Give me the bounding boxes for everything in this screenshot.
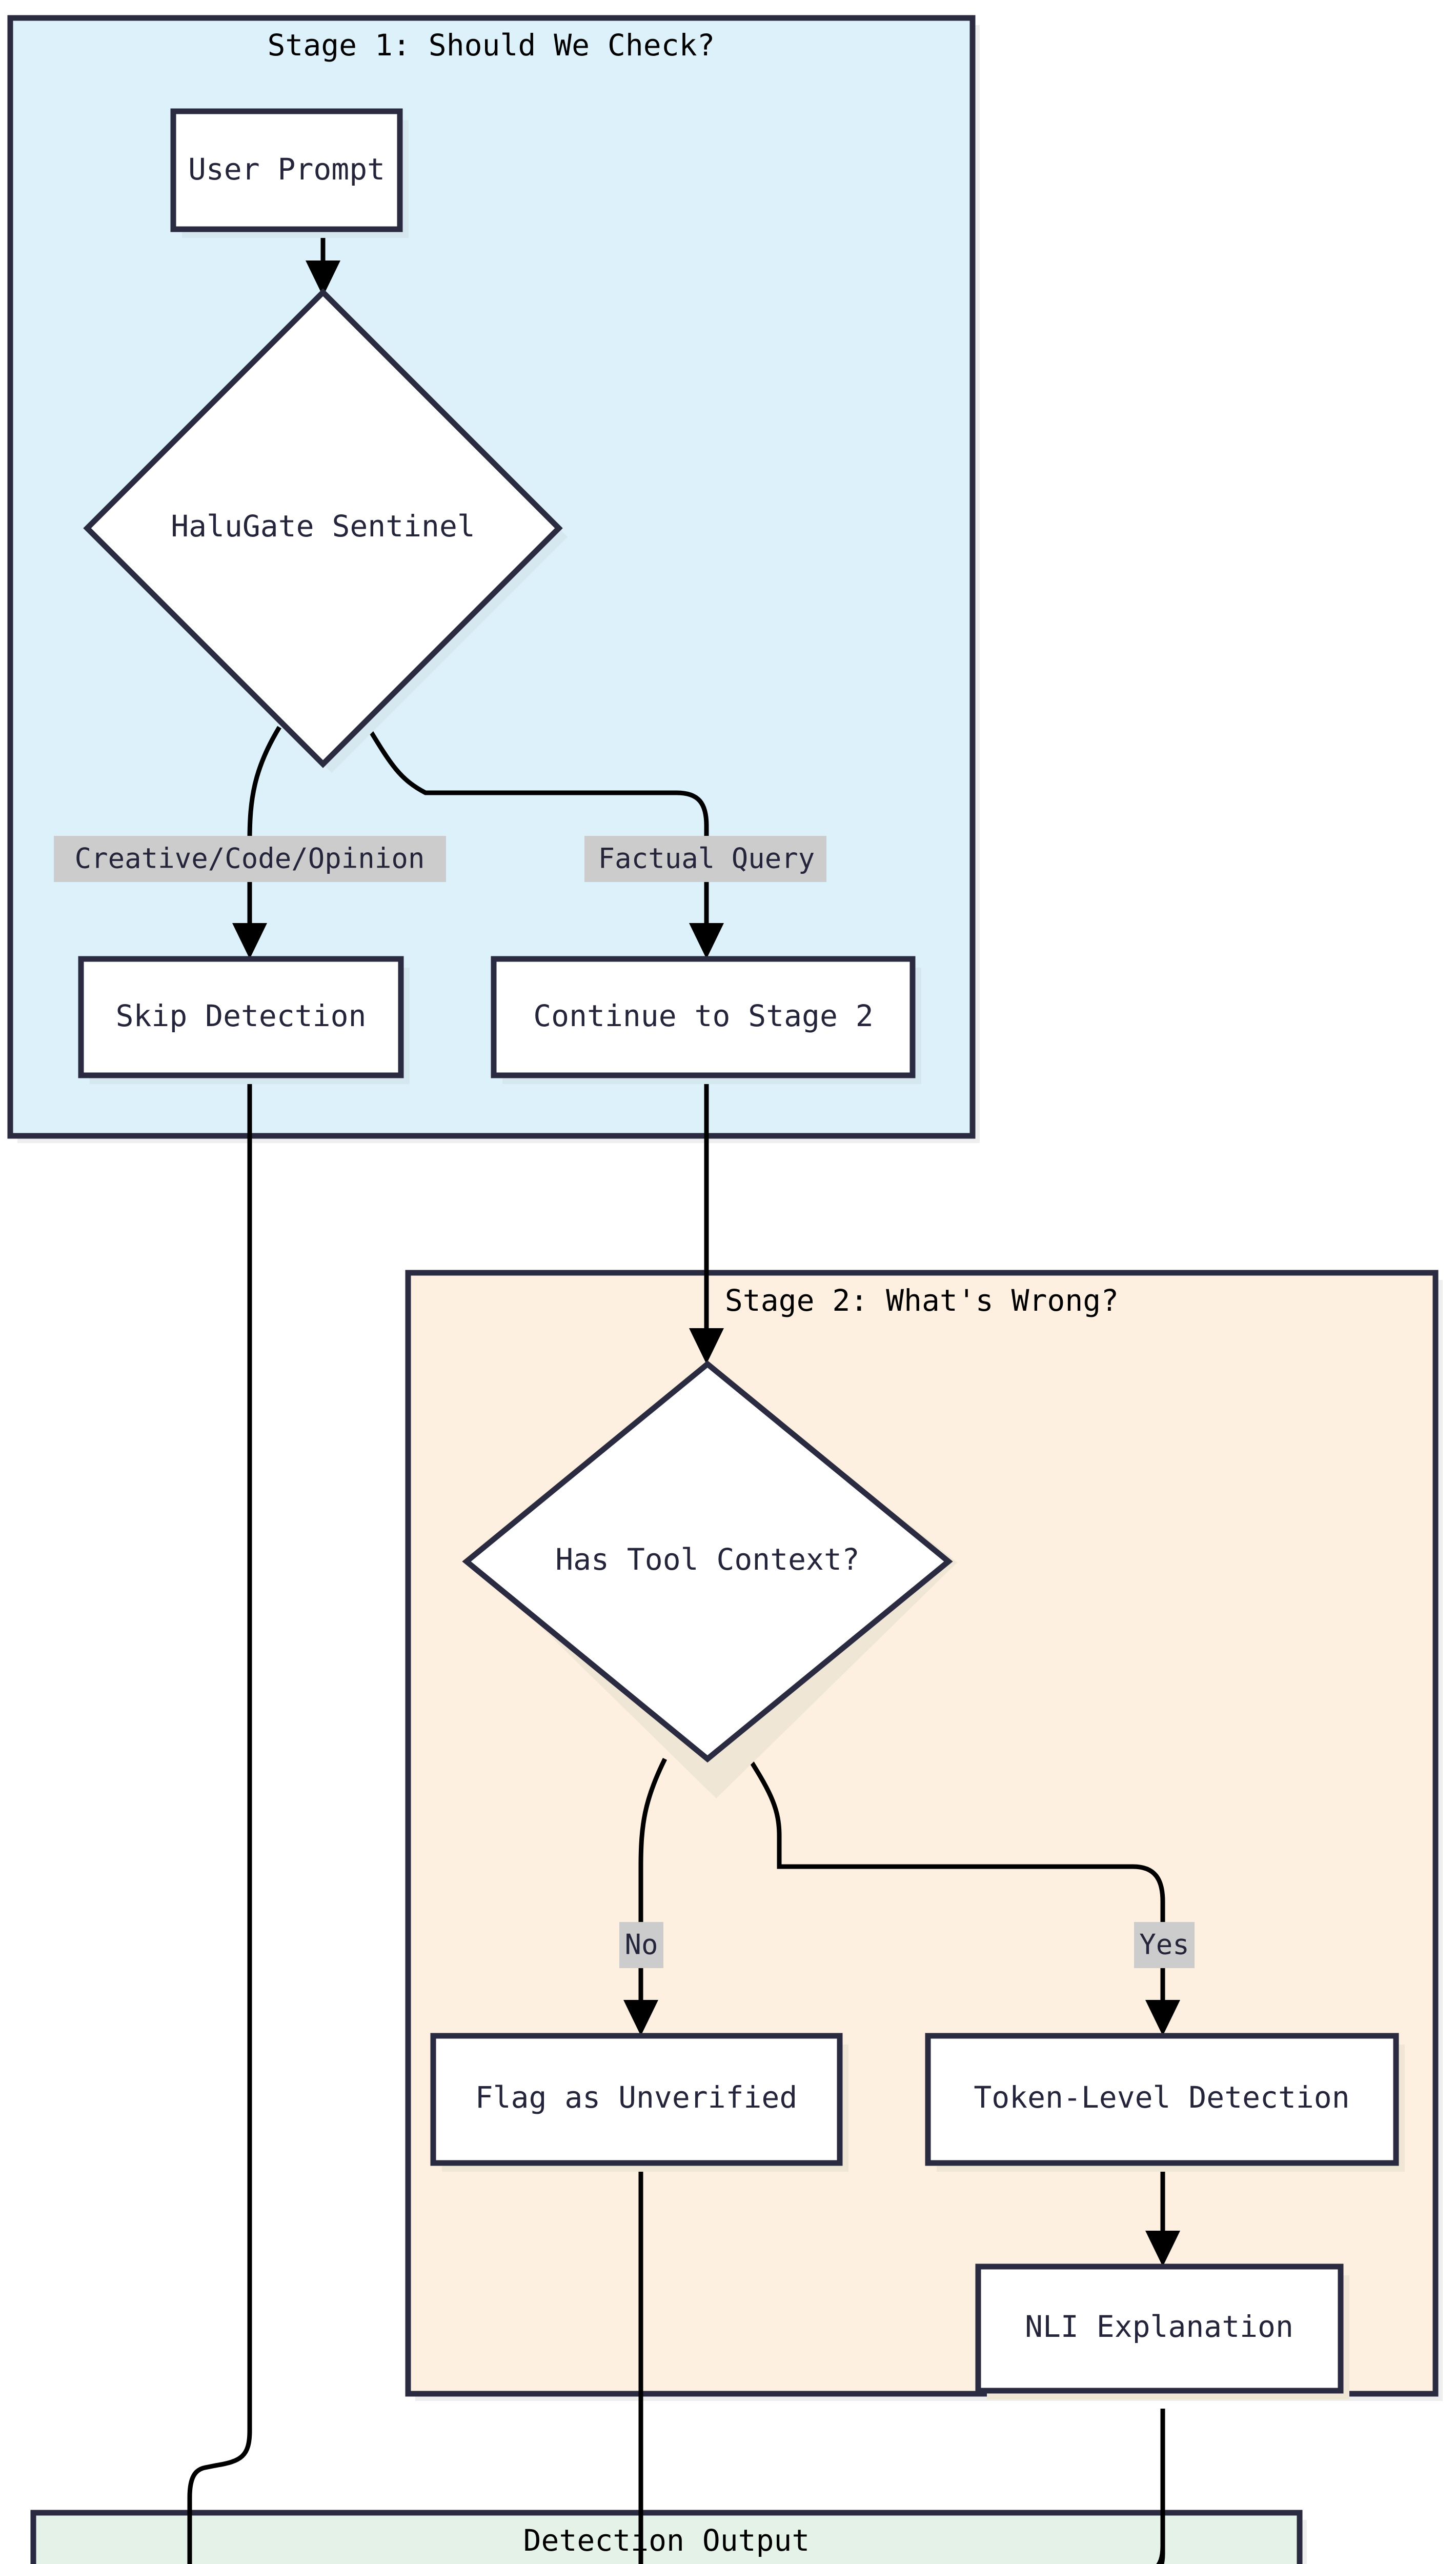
edge-skip-to-pass-through [187, 1075, 252, 2564]
node-box[interactable] [170, 108, 403, 232]
edge-tool-context-to-flag [623, 1757, 668, 2036]
output-title: Detection Output [523, 2523, 810, 2558]
node-flag-as-unverified[interactable]: Flag as Unverified [430, 2033, 848, 2172]
edge-label-text: No [624, 1929, 658, 1961]
subgraph-output: Detection Output [30, 2510, 1307, 2564]
node-box[interactable] [925, 2033, 1399, 2166]
arrowhead [689, 923, 724, 959]
node-has-tool-context[interactable]: Has Tool Context? [462, 1360, 957, 1798]
edge-label-text: Yes [1139, 1929, 1189, 1961]
arrowhead [1145, 2000, 1180, 2036]
node-continue-to-stage-2[interactable]: Continue to Stage 2 [491, 956, 921, 1084]
node-diamond[interactable] [462, 1360, 953, 1763]
stage1-title: Stage 1: Should We Check? [268, 28, 715, 63]
output-frame [30, 2510, 1303, 2564]
edge-label-yes: Yes [1134, 1922, 1195, 1968]
edge-token-to-nli [1145, 2172, 1180, 2267]
node-label: Token-Level Detection [974, 2080, 1349, 2115]
arrowhead [689, 1328, 724, 1364]
node-label: Continue to Stage 2 [533, 998, 873, 1033]
node-label: HaluGate Sentinel [171, 509, 475, 544]
edge-tool-context-to-token [747, 1757, 1180, 2036]
node-label: NLI Explanation [1025, 2309, 1293, 2344]
stage2-title: Stage 2: What's Wrong? [725, 1283, 1119, 1318]
node-label: User Prompt [188, 152, 385, 187]
node-nli-explanation[interactable]: NLI Explanation [975, 2263, 1349, 2399]
node-label: Flag as Unverified [475, 2080, 798, 2115]
edge-label-text: Creative/Code/Opinion [75, 843, 425, 875]
edge-flag-to-warning-header [638, 2172, 643, 2564]
edge-label-chip [619, 1922, 663, 1968]
arrowhead [306, 261, 340, 296]
arrowhead [1145, 2231, 1180, 2267]
edge-label-chip [1134, 1922, 1195, 1968]
node-box[interactable] [430, 2033, 843, 2166]
node-box[interactable] [491, 956, 916, 1078]
node-box[interactable] [975, 2263, 1344, 2394]
edge-halugate-to-continue [366, 726, 724, 959]
node-box[interactable] [78, 956, 404, 1078]
subgraph-stage2: Stage 2: What's Wrong? [405, 1270, 1443, 2401]
node-diamond[interactable] [83, 288, 563, 768]
node-user-prompt[interactable]: User Prompt [170, 108, 409, 238]
edge-label-no: No [619, 1922, 663, 1968]
edge-continue-to-tool-context [689, 1075, 724, 1364]
edge-label-creative-code-opinion: Creative/Code/Opinion [54, 836, 446, 882]
edge-label-factual-query: Factual Query [584, 836, 826, 882]
edge-label-text: Factual Query [598, 843, 815, 875]
stage2-frame [405, 1270, 1439, 2397]
node-token-level-detection[interactable]: Token-Level Detection [925, 2033, 1405, 2172]
edge-label-chip [584, 836, 826, 882]
edge-label-chip [54, 836, 446, 882]
arrowhead [232, 923, 267, 959]
node-label: Has Tool Context? [555, 1542, 860, 1577]
node-skip-detection[interactable]: Skip Detection [78, 956, 410, 1084]
edge-nli-to-detailed [1156, 2409, 1165, 2564]
node-halugate-sentinel[interactable]: HaluGate Sentinel [83, 288, 568, 773]
arrowhead [623, 2000, 658, 2036]
edge-halugate-to-skip [232, 726, 281, 959]
node-label: Skip Detection [116, 998, 367, 1033]
